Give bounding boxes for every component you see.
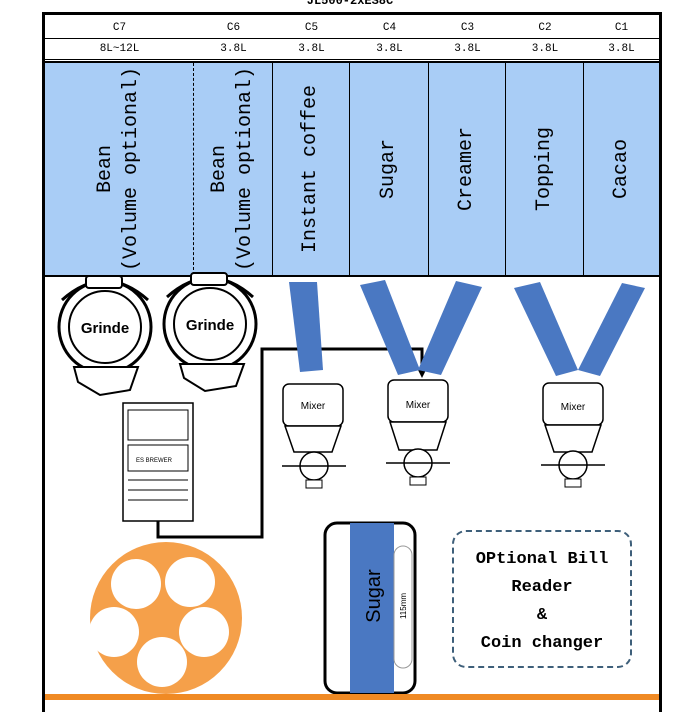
canister-band: Bean (Volume optional) Bean (Volume opti… (45, 61, 659, 277)
brewer-label: ES BREWER (136, 458, 173, 464)
bill-line-4: Coin changer (480, 634, 604, 653)
pipe-arrow (418, 370, 426, 378)
bill-line-2: Reader (511, 578, 573, 597)
canister-capacity: 3.8L (220, 43, 247, 55)
canister-capacity: 8L~12L (99, 43, 140, 55)
mixer-2: Mixer (386, 379, 450, 486)
canister-code: C5 (304, 22, 319, 34)
grinder-1: Grinde (57, 275, 153, 397)
grinder-label: Grinde (186, 317, 234, 334)
canister-capacity: 3.8L (531, 43, 559, 55)
sugar-box-dimension: 115mm (399, 593, 408, 619)
canister-c3: Creamer (429, 63, 506, 275)
canister-code: C3 (460, 22, 475, 34)
grinder-label: Grinde (81, 320, 129, 337)
mixer-1: Mixer (282, 383, 346, 489)
mixer-label: Mixer (301, 401, 326, 412)
optional-bill-reader-box: OPtional Bill Reader & Coin changer (452, 530, 632, 668)
canister-c2: Topping (506, 63, 584, 275)
canister-c5: Instant coffee (273, 63, 350, 275)
canister-capacity: 3.8L (376, 43, 403, 55)
canister-capacity: 3.8L (454, 43, 481, 55)
diagram-title: JL500-2xES8C (306, 0, 394, 8)
es-brewer: ES BREWER (122, 402, 194, 522)
canister-capacity-row: 8L~12L 3.8L 3.8L 3.8L 3.8L 3.8L 3.8L (45, 39, 659, 60)
mixer-label: Mixer (561, 402, 586, 413)
canister-code: C7 (112, 22, 127, 34)
mixer-label: Mixer (406, 400, 431, 411)
canister-code: C4 (382, 22, 397, 34)
canister-code-row: C7 C6 C5 C4 C3 C2 C1 (45, 18, 659, 39)
canister-c6: Bean (Volume optional) (194, 63, 273, 275)
sugar-box-label: Sugar (363, 569, 385, 623)
machine-frame (42, 12, 662, 712)
bill-line-1: OPtional Bill (475, 550, 609, 569)
bottom-bar (45, 694, 659, 700)
sugar-box: Sugar 115mm (323, 521, 417, 695)
canister-code: C2 (538, 22, 552, 34)
canister-capacity: 3.8L (608, 43, 635, 55)
canister-code: C6 (226, 22, 241, 34)
canister-c7: Bean (Volume optional) (45, 63, 194, 275)
water-pipe (156, 347, 424, 539)
grinder-2: Grinde (162, 272, 258, 393)
canister-capacity: 3.8L (298, 43, 325, 55)
canister-code: C1 (614, 22, 629, 34)
canister-c4: Sugar (350, 63, 429, 275)
cup-turret (89, 542, 242, 694)
ingredient-chutes (289, 280, 645, 376)
mixer-3: Mixer (541, 382, 605, 488)
bill-line-3: & (536, 606, 548, 625)
